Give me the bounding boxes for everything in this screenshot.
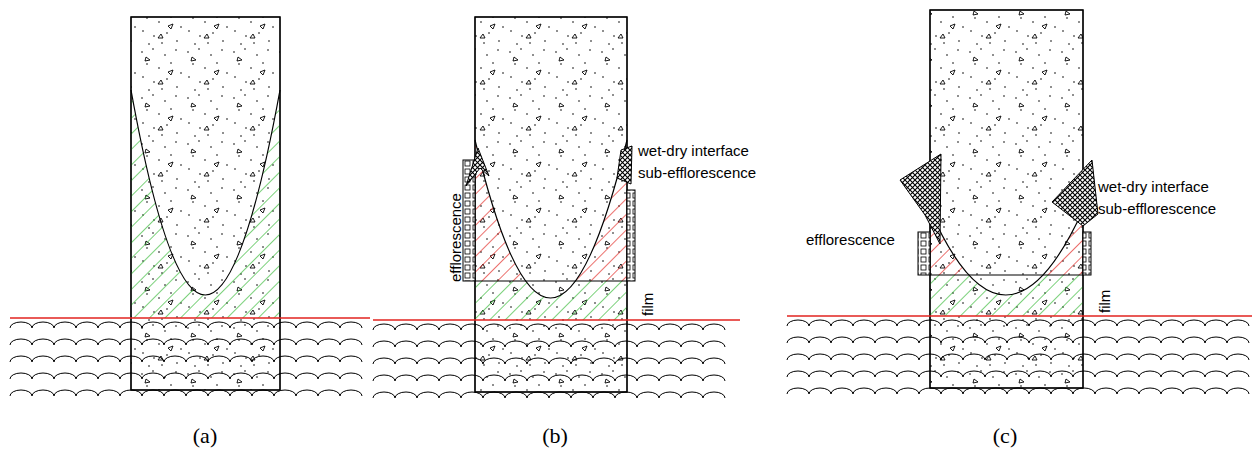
- wave: [373, 375, 725, 381]
- wet-zone: [930, 275, 1083, 316]
- interface-label: wet-dry interface sub-efflorescence: [1098, 176, 1233, 220]
- column-b: [463, 17, 635, 392]
- concrete-column: [131, 17, 280, 390]
- zone-boundary: [930, 274, 1083, 275]
- wave: [787, 388, 1249, 394]
- wave: [373, 392, 725, 398]
- wave: [10, 373, 362, 379]
- sub-efflorescence: [466, 148, 489, 186]
- wave: [787, 320, 1249, 326]
- moisture-front: [930, 210, 1083, 295]
- wave: [787, 371, 1249, 377]
- column-c: [900, 10, 1098, 388]
- water-line: [787, 315, 1252, 316]
- wave: [10, 390, 362, 396]
- wet-zone: [475, 281, 627, 320]
- efflorescence-layer: [1083, 232, 1091, 275]
- efflorescence-layer: [627, 190, 635, 281]
- salt-zone: [930, 210, 1083, 275]
- sub-efflorescence: [900, 154, 941, 244]
- efflorescence-label: efflorescence: [445, 193, 467, 282]
- efflorescence-label: efflorescence: [806, 229, 895, 251]
- film-label: film: [637, 293, 659, 316]
- sub-efflorescence: [1052, 160, 1098, 226]
- interface-label: wet-dry interface sub-efflorescence: [638, 140, 773, 184]
- wave: [373, 358, 725, 364]
- panel-caption: (c): [993, 425, 1017, 447]
- efflorescence-layer: [918, 232, 930, 275]
- wave: [787, 337, 1249, 343]
- panel-caption: (b): [542, 425, 568, 447]
- wave: [373, 341, 725, 347]
- salt-zone: [475, 140, 627, 281]
- column-a: [131, 17, 280, 390]
- panel-caption: (a): [193, 425, 217, 447]
- water-line: [373, 319, 740, 320]
- wave: [373, 324, 725, 330]
- film-label: film: [1094, 290, 1116, 313]
- wave: [10, 322, 362, 328]
- column-outline: [131, 17, 280, 390]
- moisture-front: [131, 90, 280, 295]
- column-outline: [475, 17, 627, 392]
- zone-boundary: [475, 280, 627, 281]
- moisture-front: [475, 140, 627, 298]
- wave: [10, 339, 362, 345]
- wave: [10, 356, 362, 362]
- concrete-column: [475, 17, 627, 392]
- water-line: [10, 317, 370, 318]
- wet-zone: [131, 90, 280, 318]
- wave: [787, 354, 1249, 360]
- water: [10, 316, 1252, 398]
- sub-efflorescence: [617, 146, 632, 184]
